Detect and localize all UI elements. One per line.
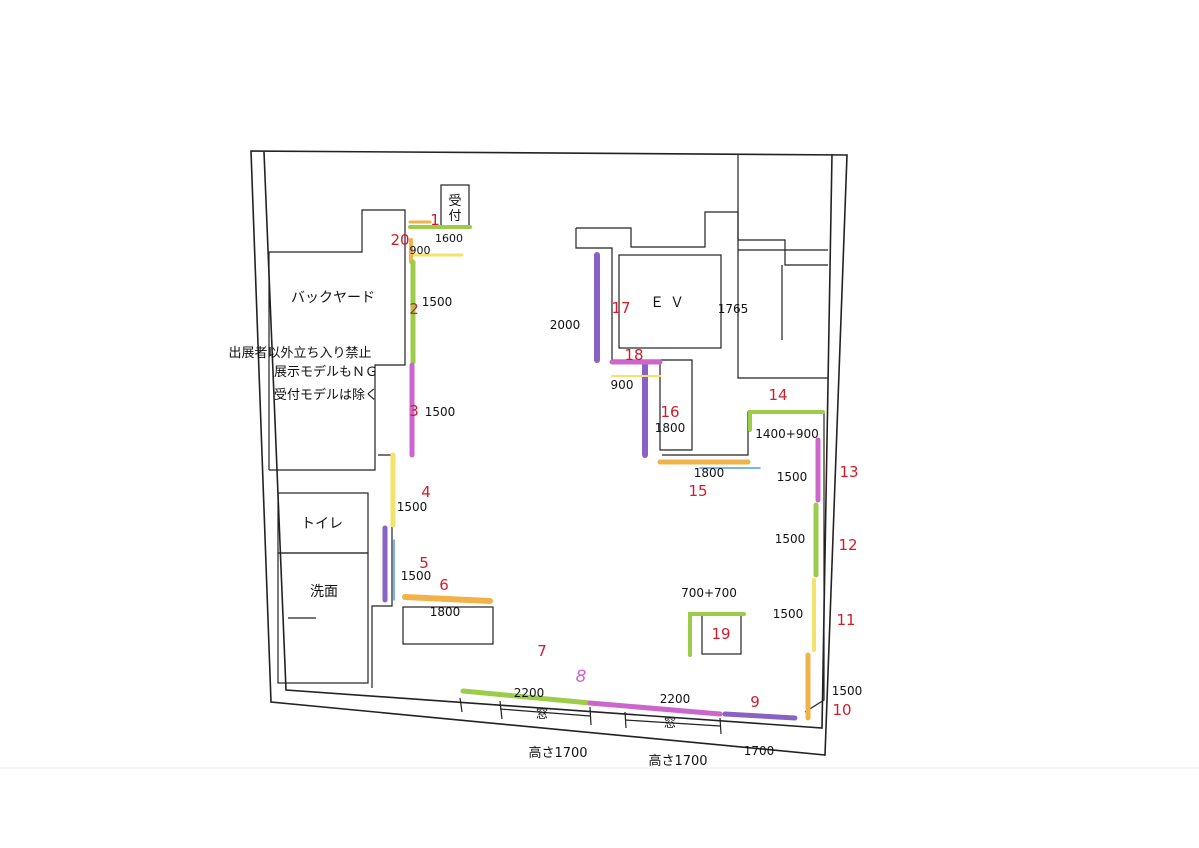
booth-number-2: 2 xyxy=(409,300,419,318)
notice-line-3: 受付モデルは除く xyxy=(274,387,378,403)
booth-16-dimension: 1800 xyxy=(655,421,686,435)
booth-number-5: 5 xyxy=(419,554,429,572)
window-label-right: 窓 xyxy=(664,715,676,730)
reception-label-2: 付 xyxy=(448,209,461,224)
booth-number-14: 14 xyxy=(768,386,787,404)
booth-8-dimension: 2200 xyxy=(660,692,691,706)
notice-line-1: 出展者以外立ち入り禁止 xyxy=(228,346,371,361)
toilet-label: トイレ xyxy=(301,516,343,532)
booth-number-15: 15 xyxy=(688,482,707,500)
washroom-room xyxy=(277,552,369,684)
booth-number-9: 9 xyxy=(750,693,760,711)
booth-number-13: 13 xyxy=(839,463,858,481)
booth-19-dimension: 700+700 xyxy=(681,586,737,600)
booth-18-dimension: 900 xyxy=(611,378,634,392)
booth-4-dimension: 1500 xyxy=(397,500,428,514)
booth-12-dimension: 1500 xyxy=(775,532,806,546)
booth-7-dimension: 2200 xyxy=(514,686,545,700)
window-height-right: 高さ1700 xyxy=(648,753,707,769)
booth-number-6: 6 xyxy=(439,576,449,594)
booth-17-dimension: 2000 xyxy=(550,318,581,332)
booth-9-dimension: 1700 xyxy=(744,744,775,758)
outer-wall xyxy=(250,150,848,756)
booth-number-8: 8 xyxy=(576,667,587,687)
elevator-label: ＥＶ xyxy=(650,295,690,311)
reception-label-1: 受 xyxy=(448,194,461,209)
left-partition xyxy=(371,454,494,688)
booth-markings xyxy=(382,220,825,721)
booth-number-11: 11 xyxy=(836,611,855,629)
booth-3-dimension: 1500 xyxy=(425,405,456,419)
booth-1-dimension: 1600 xyxy=(435,232,463,245)
elevator-block xyxy=(575,155,828,451)
booth-number-16: 16 xyxy=(660,403,679,421)
booth-14-dimension: 1400+900 xyxy=(755,427,819,441)
booth-15-dimension: 1800 xyxy=(694,466,725,480)
booth-number-4: 4 xyxy=(421,483,431,501)
notice-line-2: 展示モデルもＮＧ xyxy=(274,364,378,380)
booth-number-7: 7 xyxy=(537,642,547,660)
booth-number-10: 10 xyxy=(832,701,851,719)
window-height-left: 高さ1700 xyxy=(528,745,587,761)
right-partition xyxy=(662,411,825,713)
booth-number-19: 19 xyxy=(711,625,730,643)
booth-number-3: 3 xyxy=(409,402,419,420)
window-label-left: 窓 xyxy=(536,706,548,721)
booth-number-17: 17 xyxy=(611,299,630,317)
booth-2-dimension: 1500 xyxy=(422,295,453,309)
window-frames xyxy=(459,697,722,735)
booth-5-dimension: 1500 xyxy=(401,569,432,583)
booth-number-18: 18 xyxy=(624,346,643,364)
booth-number-1: 1 xyxy=(430,211,440,229)
booth-20-dimension: 900 xyxy=(410,244,431,257)
booth-13-dimension: 1500 xyxy=(777,470,808,484)
booth-6-dimension: 1800 xyxy=(430,605,461,619)
ev-dimension: 1765 xyxy=(718,302,749,316)
booth-number-20: 20 xyxy=(390,231,409,249)
backyard-room xyxy=(268,209,406,471)
washroom-label: 洗面 xyxy=(310,584,338,600)
booth-number-12: 12 xyxy=(838,536,857,554)
backyard-label: バックヤード xyxy=(291,290,375,306)
booth-11-dimension: 1500 xyxy=(773,607,804,621)
booth-10-dimension: 1500 xyxy=(832,684,863,698)
